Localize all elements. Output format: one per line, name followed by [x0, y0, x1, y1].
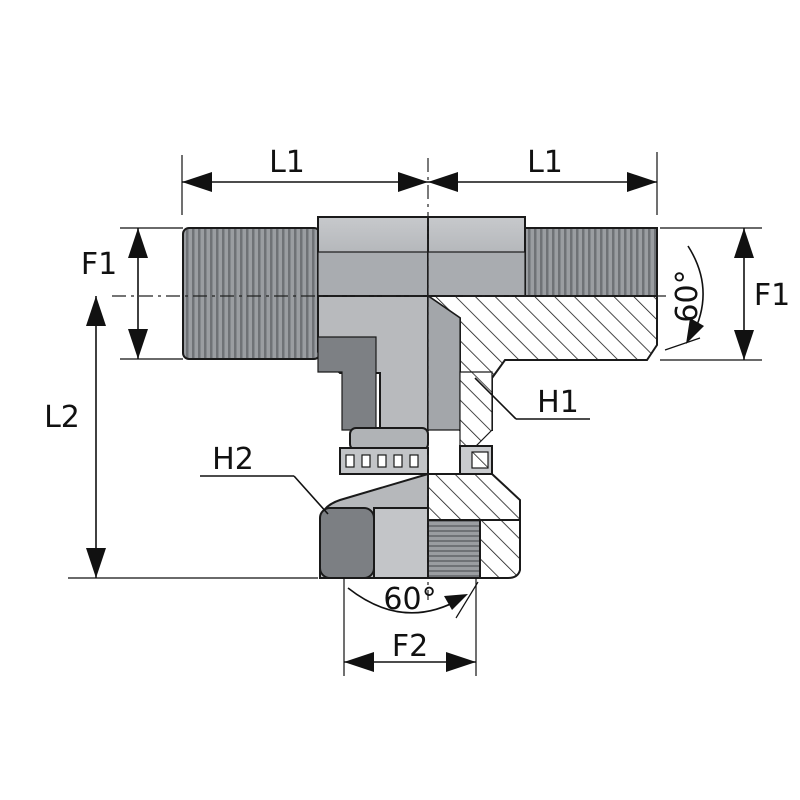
neck-collar: [339, 427, 493, 475]
angle-right-label: 60°: [670, 269, 705, 322]
leader-h2: H2: [200, 442, 329, 515]
dimension-f1-left: F1: [81, 227, 183, 360]
left-thread-end: [182, 227, 321, 360]
f1-right-label: F1: [754, 278, 790, 313]
angle-bottom-label: 60°: [383, 582, 436, 617]
h2-label: H2: [212, 442, 254, 477]
f1-left-label: F1: [81, 247, 117, 282]
h1-label: H1: [537, 385, 579, 420]
right-thread-end: [524, 227, 658, 297]
center-lines: [112, 158, 670, 600]
angle-bottom: 60°: [347, 581, 479, 619]
swivel-nut: [319, 472, 521, 579]
dimension-f2: F2: [343, 578, 477, 676]
leader-h1: H1: [474, 377, 590, 420]
angle-right: 60°: [664, 245, 705, 351]
l1-left-label: L1: [269, 145, 305, 180]
dimension-l2: L2: [44, 296, 318, 579]
central-body-right: [427, 216, 526, 297]
dimension-l1-right: L1: [428, 145, 658, 215]
f2-label: F2: [392, 629, 428, 664]
dimension-l1-left: L1: [181, 145, 428, 215]
section-cut: [424, 294, 658, 447]
retaining-slots: [345, 454, 419, 468]
l2-label: L2: [44, 400, 80, 435]
central-body-left: [317, 216, 429, 431]
l1-right-label: L1: [527, 145, 563, 180]
dimension-f1-right: F1: [660, 227, 790, 361]
